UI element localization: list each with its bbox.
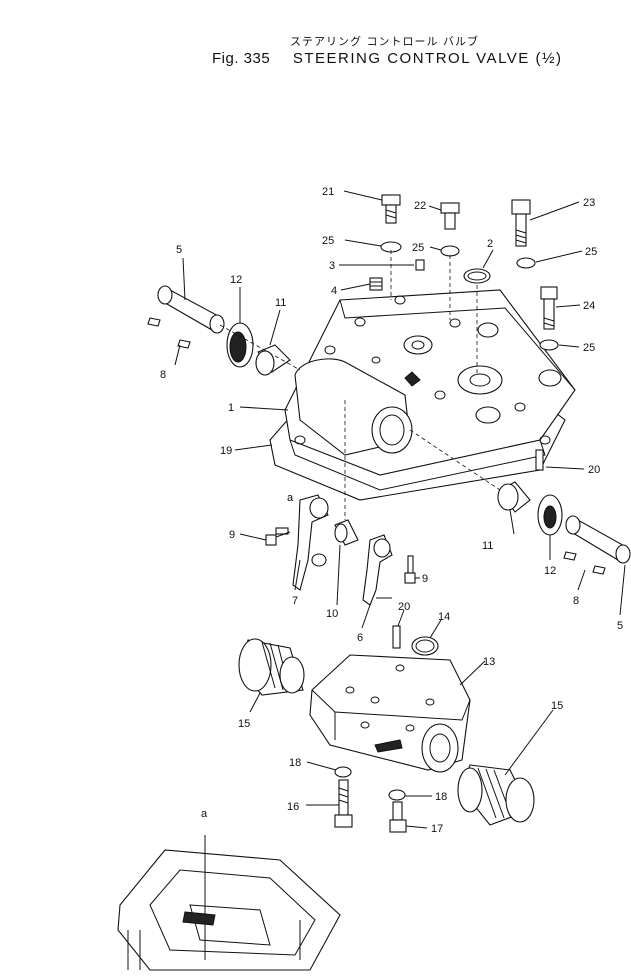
valve-block-13 xyxy=(309,654,471,773)
callout-8-right: 8 xyxy=(573,595,579,607)
bolt-9-right xyxy=(404,555,416,584)
figure-title: STEERING CONTROL VALVE (½) xyxy=(292,50,563,67)
callout-8-left: 8 xyxy=(160,369,166,381)
callout-3: 3 xyxy=(329,260,335,272)
callout-14: 14 xyxy=(438,611,450,623)
lever-6 xyxy=(362,534,393,606)
callout-25-c: 25 xyxy=(585,246,597,258)
bolt-9-left xyxy=(265,527,291,546)
figure-header: ステアリング コントロール バルブ Fig. 335 STEERING CONT… xyxy=(0,0,631,80)
callout-18-right: 18 xyxy=(435,791,447,803)
piston-15-left xyxy=(238,638,305,696)
callout-9-right: 9 xyxy=(422,573,428,585)
callout-6: 6 xyxy=(357,632,363,644)
dowel-pin-20-upper xyxy=(535,449,544,471)
bushing-11-right xyxy=(497,481,531,513)
callout-7: 7 xyxy=(292,595,298,607)
bolt-21 xyxy=(381,194,401,224)
pin-8-right xyxy=(563,551,606,575)
bolt-24 xyxy=(540,286,558,330)
callout-5-left: 5 xyxy=(176,244,182,256)
spool-5-left xyxy=(157,285,225,334)
callout-22: 22 xyxy=(414,200,426,212)
washer-18-left xyxy=(334,766,352,778)
callout-2: 2 xyxy=(487,238,493,250)
leader-lines xyxy=(174,190,626,829)
bushing-11-left xyxy=(255,344,291,376)
bolt-23 xyxy=(511,199,531,247)
frame-location-sketch xyxy=(117,835,341,971)
callout-labels: 21 22 23 25 25 2 25 3 4 24 25 5 12 11 8 … xyxy=(160,186,623,835)
o-ring-2 xyxy=(463,268,491,284)
callout-12-right: 12 xyxy=(544,565,556,577)
callout-25-d: 25 xyxy=(583,342,595,354)
piston-15-right xyxy=(457,764,535,826)
bearing-12-left xyxy=(226,322,254,368)
valve-body xyxy=(269,289,576,501)
plug-3 xyxy=(415,259,425,271)
figure-number: Fig. 335 xyxy=(212,50,271,67)
callout-9-left: 9 xyxy=(229,529,235,541)
callout-21: 21 xyxy=(322,186,334,198)
callout-25-b: 25 xyxy=(412,242,424,254)
callout-20-upper: 20 xyxy=(588,464,600,476)
callout-10: 10 xyxy=(326,608,338,620)
callout-5-right: 5 xyxy=(617,620,623,632)
bolt-17 xyxy=(389,801,407,833)
callout-18-left: 18 xyxy=(289,757,301,769)
bushing-10 xyxy=(334,519,359,546)
bearing-12-right xyxy=(537,494,563,536)
callout-4: 4 xyxy=(331,285,337,297)
ref-a-upper: a xyxy=(287,492,294,504)
dowel-pin-20-lower xyxy=(392,625,401,649)
callout-16: 16 xyxy=(287,801,299,813)
spool-5-right xyxy=(565,515,631,564)
callout-1: 1 xyxy=(228,402,234,414)
pin-8-left xyxy=(147,317,191,349)
callout-11-right: 11 xyxy=(482,540,493,552)
callout-13: 13 xyxy=(483,656,495,668)
callout-15-right: 15 xyxy=(551,700,563,712)
bolt-22 xyxy=(440,202,460,230)
callout-20-lower: 20 xyxy=(398,601,410,613)
ref-a-lower: a xyxy=(201,808,208,820)
lever-7 xyxy=(292,494,329,591)
callout-11-left: 11 xyxy=(275,297,286,309)
callout-12-left: 12 xyxy=(230,274,242,286)
washer-18-right xyxy=(388,789,406,801)
callout-25-a: 25 xyxy=(322,235,334,247)
callout-24: 24 xyxy=(583,300,595,312)
bolt-16 xyxy=(334,779,353,828)
callout-15-left: 15 xyxy=(238,718,250,730)
figure-caption: Fig. 335 STEERING CONTROL VALVE (½) xyxy=(212,50,562,67)
callout-23: 23 xyxy=(583,197,595,209)
plug-4 xyxy=(369,277,383,291)
callout-19: 19 xyxy=(220,445,232,457)
callout-17: 17 xyxy=(431,823,443,835)
japanese-title: ステアリング コントロール バルブ xyxy=(290,35,479,48)
